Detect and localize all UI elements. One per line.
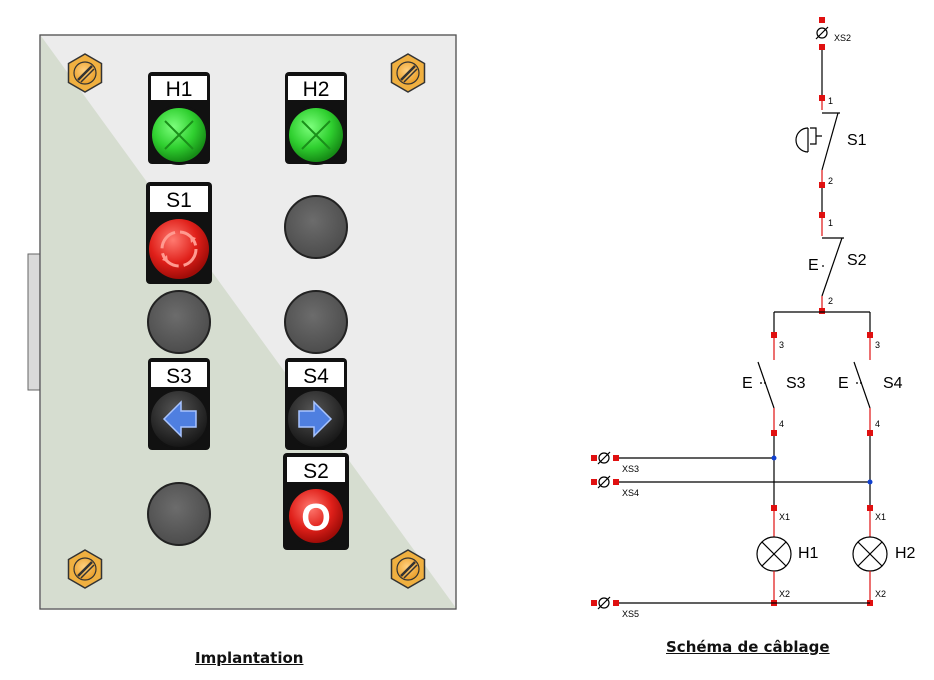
wiring-diagram <box>591 17 888 610</box>
panel-caption: Implantation <box>195 649 304 667</box>
s4-contact-label: S4 <box>883 375 903 392</box>
emergency-stop-icon <box>149 219 209 279</box>
blank-plug <box>147 290 211 354</box>
lamp-h1-symbol <box>756 536 792 572</box>
s1-pin-bottom: 2 <box>828 176 833 186</box>
h1-pin-bottom: X2 <box>779 589 790 599</box>
s2-pin-top: 1 <box>828 218 833 228</box>
button-s3-label: S3 <box>166 365 192 388</box>
s3-contact-label: S3 <box>786 375 806 392</box>
indicator-h1: H1 <box>148 72 210 165</box>
button-s4[interactable]: S4 <box>285 358 347 450</box>
s3-actuator-label: E <box>742 375 753 392</box>
button-s3[interactable]: S3 <box>148 358 210 450</box>
s3-pin-bottom: 4 <box>779 419 784 429</box>
lamp-h2-symbol <box>852 536 888 572</box>
screw-icon <box>67 549 103 589</box>
s4-pin-top: 3 <box>875 340 880 350</box>
indicator-h2-label: H2 <box>303 78 330 101</box>
screw-icon <box>67 53 103 93</box>
blank-plug <box>284 195 348 259</box>
terminal-xs5-label: XS5 <box>622 609 639 619</box>
s4-actuator-label: E <box>838 375 849 392</box>
screw-icon <box>390 53 426 93</box>
s2-pin-bottom: 2 <box>828 296 833 306</box>
button-s4-label: S4 <box>303 365 329 388</box>
terminal-xs2-label: XS2 <box>834 33 851 43</box>
s2-contact-label: S2 <box>847 252 867 269</box>
blank-plug <box>284 290 348 354</box>
button-s2-label: S2 <box>303 460 329 483</box>
s1-pin-top: 1 <box>828 96 833 106</box>
terminal-xs4-label: XS4 <box>622 488 639 498</box>
schema-caption: Schéma de câblage <box>666 638 830 656</box>
screw-icon <box>390 549 426 589</box>
h1-pin-top: X1 <box>779 512 790 522</box>
s1-contact-label: S1 <box>847 132 867 149</box>
panel-hinge <box>27 253 41 391</box>
arrow-left-icon <box>162 400 197 438</box>
control-panel: H1 H2 S1 <box>27 34 457 610</box>
s3-pin-top: 3 <box>779 340 784 350</box>
button-s1[interactable]: S1 <box>146 182 212 284</box>
blank-plug <box>147 482 211 546</box>
button-s2[interactable]: S2 O <box>283 453 349 550</box>
indicator-h2: H2 <box>285 72 347 165</box>
button-s1-label: S1 <box>166 189 192 212</box>
arrow-right-icon <box>298 400 333 438</box>
panel-shading <box>41 36 456 608</box>
h2-pin-bottom: X2 <box>875 589 886 599</box>
diagram-labels: XS2 1 S1 2 1 E S2 2 3 3 E S3 E S4 4 4 XS… <box>622 33 916 619</box>
lamp-h2-label: H2 <box>895 545 916 562</box>
terminal-xs3-label: XS3 <box>622 464 639 474</box>
stop-symbol: O <box>301 497 331 539</box>
stop-button-icon <box>289 489 343 543</box>
s2-actuator-label: E <box>808 257 819 274</box>
s4-pin-bottom: 4 <box>875 419 880 429</box>
lamp-h1-label: H1 <box>798 545 819 562</box>
h2-pin-top: X1 <box>875 512 886 522</box>
indicator-h1-label: H1 <box>166 78 193 101</box>
